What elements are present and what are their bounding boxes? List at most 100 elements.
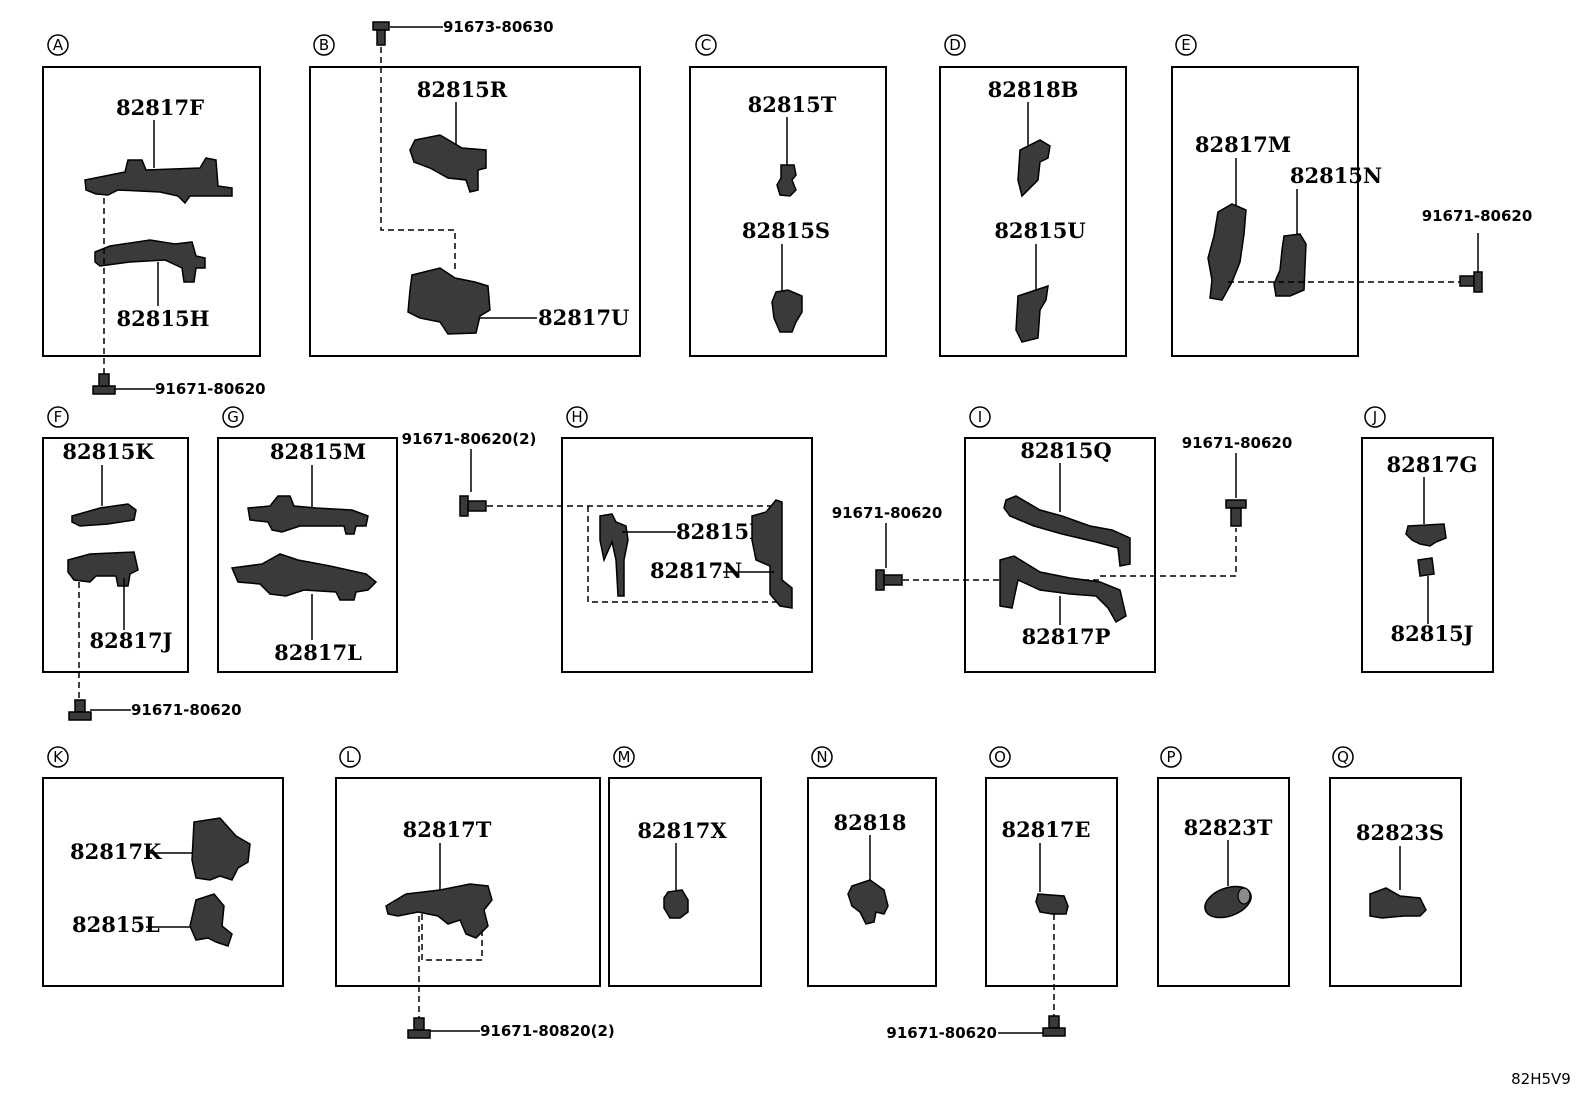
bracket-82817u bbox=[407, 267, 491, 335]
bracket-82815q bbox=[1003, 495, 1131, 567]
bolt-icon bbox=[92, 373, 116, 395]
section-f-box bbox=[42, 437, 189, 673]
section-k-letter: K bbox=[53, 748, 64, 766]
part-label-82815r: 82815R bbox=[417, 77, 508, 102]
bracket-82815h bbox=[94, 239, 206, 283]
part-label-82815p: 82815P bbox=[676, 519, 765, 544]
section-j-box bbox=[1361, 437, 1494, 673]
section-l-marker bbox=[339, 746, 361, 768]
section-c: C 82815T 82815S bbox=[689, 34, 887, 357]
section-j-marker bbox=[1364, 406, 1386, 428]
bolt-icon bbox=[875, 569, 903, 591]
section-o-letter: O bbox=[994, 748, 1006, 766]
section-j-letter: J bbox=[1372, 408, 1377, 426]
bolt-icon bbox=[1459, 271, 1483, 293]
section-l-letter: L bbox=[346, 748, 355, 766]
part-label-82815t: 82815T bbox=[748, 92, 837, 117]
section-o: O 82817E 91671-80620 bbox=[886, 746, 1118, 1042]
bracket-82817p bbox=[999, 555, 1127, 624]
part-label-82815m: 82815M bbox=[270, 439, 366, 464]
part-label-82817g: 82817G bbox=[1387, 452, 1478, 477]
bracket-82818b bbox=[1017, 139, 1051, 198]
section-n-marker bbox=[811, 746, 833, 768]
section-a-box bbox=[42, 66, 261, 357]
section-q-letter: Q bbox=[1337, 748, 1349, 766]
part-label-82817n: 82817N bbox=[650, 558, 742, 583]
bolt-icon bbox=[68, 699, 92, 721]
part-label-82817m: 82817M bbox=[1195, 132, 1291, 157]
part-label-82817x: 82817X bbox=[637, 818, 727, 843]
section-i-letter: I bbox=[978, 408, 982, 426]
section-c-marker bbox=[695, 34, 717, 56]
part-label-82823t: 82823T bbox=[1184, 815, 1273, 840]
bracket-82817f bbox=[84, 157, 233, 205]
part-label-82818: 82818 bbox=[833, 810, 906, 835]
section-m-box bbox=[608, 777, 762, 987]
bracket-82815u bbox=[1015, 284, 1049, 343]
section-l: L 82817T 91671-80820(2) bbox=[335, 746, 615, 1040]
bolt-label-h: 91671-80620(2) bbox=[402, 430, 537, 448]
bolt-icon bbox=[407, 1017, 431, 1039]
part-label-82815k: 82815K bbox=[62, 439, 154, 464]
section-b: B 91673-80630 82815R 82817U bbox=[309, 18, 641, 357]
bolt-label-b: 91673-80630 bbox=[443, 18, 554, 36]
bracket-82817l bbox=[230, 553, 378, 601]
bolt-icon bbox=[1042, 1015, 1066, 1037]
part-label-82815h: 82815H bbox=[117, 306, 210, 331]
section-o-box bbox=[985, 777, 1118, 987]
section-b-marker bbox=[313, 34, 335, 56]
bolt-label-i-left: 91671-80620 bbox=[832, 504, 943, 522]
section-h: H 82815P 82817N bbox=[561, 406, 813, 673]
section-d-letter: D bbox=[949, 36, 961, 54]
section-f-letter: F bbox=[54, 408, 63, 426]
section-h-letter: H bbox=[571, 408, 582, 426]
bracket-82817n bbox=[751, 499, 793, 609]
section-g-letter: G bbox=[227, 408, 239, 426]
section-i-marker bbox=[969, 406, 991, 428]
section-m-marker bbox=[613, 746, 635, 768]
bracket-82815r bbox=[409, 134, 487, 193]
clip-82815s bbox=[771, 289, 803, 333]
bracket-82817m bbox=[1207, 203, 1247, 301]
part-label-82818b: 82818B bbox=[988, 77, 1079, 102]
clip-82817g bbox=[1405, 523, 1447, 547]
part-label-82817f: 82817F bbox=[116, 95, 204, 120]
part-label-82815q: 82815Q bbox=[1020, 438, 1111, 463]
section-g-marker bbox=[222, 406, 244, 428]
clip-82815t bbox=[776, 164, 797, 197]
bolt-label-a: 91671-80620 bbox=[155, 380, 266, 398]
part-label-82823s: 82823S bbox=[1356, 820, 1444, 845]
section-b-box bbox=[309, 66, 641, 357]
section-f-marker bbox=[47, 406, 69, 428]
section-a-marker bbox=[47, 34, 69, 56]
section-p-box bbox=[1157, 777, 1290, 987]
bracket-82817k bbox=[191, 817, 251, 881]
section-q-marker bbox=[1332, 746, 1354, 768]
section-j: J 82817G 82815J bbox=[1361, 406, 1494, 673]
part-label-82817k: 82817K bbox=[70, 839, 162, 864]
section-n-box bbox=[807, 777, 937, 987]
bracket-82815m bbox=[247, 495, 369, 535]
section-l-box bbox=[335, 777, 601, 987]
section-i-box bbox=[964, 437, 1156, 673]
section-h-marker bbox=[566, 406, 588, 428]
section-a: A 82817F 82815H 91671-80620 bbox=[42, 34, 266, 398]
section-d-marker bbox=[944, 34, 966, 56]
diagram-code: 82H5V9 bbox=[1511, 1070, 1571, 1088]
section-k-marker bbox=[47, 746, 69, 768]
bolt-path-b bbox=[380, 47, 456, 270]
bracket-82815l bbox=[189, 893, 233, 947]
section-p-letter: P bbox=[1166, 748, 1175, 766]
sensor-82823t-cap bbox=[1237, 887, 1251, 905]
clip-82815j bbox=[1417, 557, 1435, 577]
section-n: N 82818 bbox=[807, 746, 937, 987]
part-label-82815l: 82815L bbox=[72, 912, 160, 937]
section-m-letter: M bbox=[618, 748, 631, 766]
section-a-letter: A bbox=[53, 36, 64, 54]
bolt-label-e: 91671-80620 bbox=[1422, 207, 1533, 225]
clip-82817e bbox=[1035, 893, 1069, 915]
section-n-letter: N bbox=[816, 748, 827, 766]
bolt-label-l: 91671-80820(2) bbox=[480, 1022, 615, 1040]
section-p-marker bbox=[1160, 746, 1182, 768]
frame-h bbox=[587, 506, 785, 603]
